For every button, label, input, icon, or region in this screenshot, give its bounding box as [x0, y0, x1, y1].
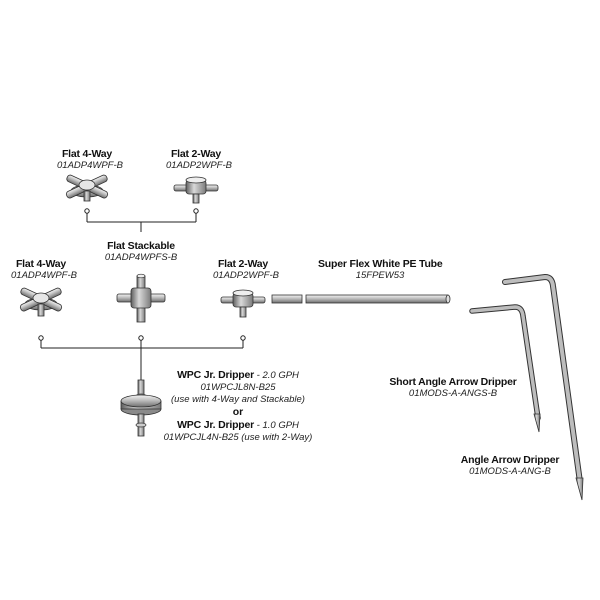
- flat-stackable-part: [116, 273, 166, 323]
- connector-dot: [138, 335, 144, 341]
- wpc-jr-dripper-part: [120, 379, 162, 437]
- flat-2-way-top-part: [173, 176, 219, 204]
- flat-2-way-middle-label: Flat 2-Way 01ADP2WPF-B: [213, 258, 279, 282]
- pe-tube-part: [271, 294, 451, 304]
- angle-arrow-dripper-label: Angle Arrow Dripper 01MODS-A-ANG-B: [460, 454, 560, 478]
- part-code: 01ADP4WPFS-B: [104, 252, 178, 263]
- part-title: Flat 2-Way: [170, 148, 222, 160]
- part-title: Flat Stackable: [107, 240, 175, 252]
- flat-stackable-label: Flat Stackable 01ADP4WPFS-B: [101, 240, 181, 264]
- dripper-rate-1: - 2.0 GPH: [254, 370, 299, 381]
- part-title: Flat 4-Way: [15, 258, 67, 270]
- connector-lines-top: [86, 212, 197, 232]
- flat-4-way-top-part: [65, 174, 109, 202]
- part-code: 01MODS-A-ANGS-B: [408, 388, 498, 399]
- flat-4-way-top-label: Flat 4-Way 01ADP4WPF-B: [57, 148, 123, 172]
- dripper-rate-2: - 1.0 GPH: [254, 420, 299, 431]
- or-separator: or: [232, 406, 244, 418]
- pe-tube-label: Super Flex White PE Tube 15FPEW53: [318, 258, 443, 282]
- part-code: 01ADP4WPF-B: [11, 270, 77, 281]
- short-angle-arrow-dripper-part: [469, 304, 541, 433]
- part-code: 01MODS-A-ANG-B: [469, 466, 551, 477]
- part-code: 01ADP2WPF-B: [213, 270, 279, 281]
- connector-dot: [84, 208, 90, 214]
- part-code: 01ADP2WPF-B: [166, 160, 232, 171]
- connector-dot: [38, 335, 44, 341]
- part-title: Super Flex White PE Tube: [318, 258, 443, 270]
- angle-arrow-dripper-part: [502, 273, 584, 501]
- part-title: Angle Arrow Dripper: [460, 454, 560, 466]
- dripper-title-2: WPC Jr. Dripper: [177, 419, 255, 431]
- part-title: Flat 2-Way: [217, 258, 269, 270]
- flat-4-way-left-label: Flat 4-Way 01ADP4WPF-B: [11, 258, 77, 282]
- wpc-dripper-label: WPC Jr. Dripper - 2.0 GPH 01WPCJL8N-B25 …: [163, 368, 313, 444]
- part-title: Flat 4-Way: [61, 148, 113, 160]
- dripper-code-1: 01WPCJL8N-B25: [200, 382, 276, 393]
- flat-2-way-top-label: Flat 2-Way 01ADP2WPF-B: [166, 148, 232, 172]
- part-code: 15FPEW53: [355, 270, 405, 281]
- connector-dot: [240, 335, 246, 341]
- dripper-title-1: WPC Jr. Dripper: [177, 369, 255, 381]
- connector-lines-bottom: [40, 340, 244, 380]
- flat-4-way-left-part: [19, 287, 63, 317]
- flat-2-way-middle-part: [220, 289, 266, 318]
- part-title: Short Angle Arrow Dripper: [389, 376, 517, 388]
- dripper-code-2: 01WPCJL4N-B25 (use with 2-Way): [163, 432, 313, 443]
- short-angle-arrow-dripper-label: Short Angle Arrow Dripper 01MODS-A-ANGS-…: [388, 376, 518, 400]
- dripper-note-1: (use with 4-Way and Stackable): [171, 394, 305, 405]
- connector-dot: [193, 208, 199, 214]
- part-code: 01ADP4WPF-B: [57, 160, 123, 171]
